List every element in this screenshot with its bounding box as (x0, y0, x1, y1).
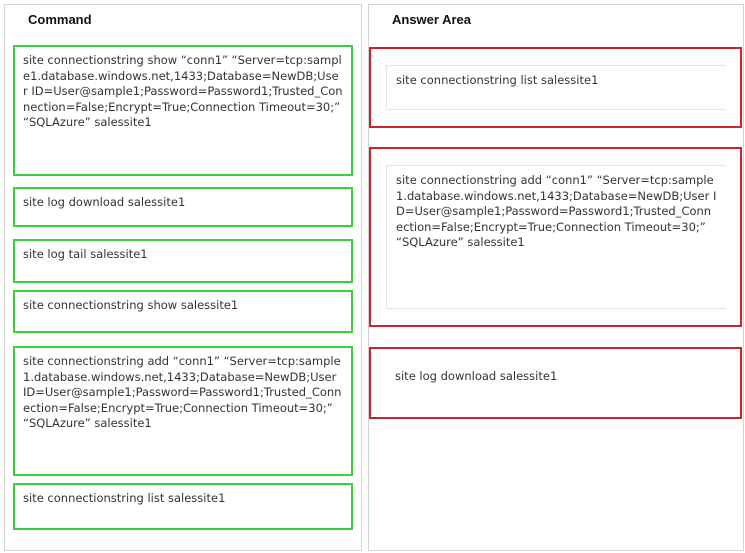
answer-slot-content[interactable]: site connectionstring list salessite1 (386, 65, 726, 110)
command-panel-title: Command (28, 12, 92, 27)
command-item[interactable]: site connectionstring show salessite1 (13, 290, 353, 333)
answer-slot[interactable]: site connectionstring list salessite1 (369, 47, 742, 128)
command-item[interactable]: site log download salessite1 (13, 187, 353, 227)
command-item[interactable]: site connectionstring show “conn1” “Serv… (13, 45, 353, 176)
answer-slot[interactable]: site log download salessite1 (369, 347, 742, 419)
answer-panel-title: Answer Area (392, 12, 471, 27)
command-item[interactable]: site log tail salessite1 (13, 239, 353, 283)
command-item[interactable]: site connectionstring list salessite1 (13, 483, 353, 530)
command-item[interactable]: site connectionstring add “conn1” “Serve… (13, 346, 353, 476)
answer-slot-content[interactable]: site log download salessite1 (395, 369, 558, 383)
answer-slot-content[interactable]: site connectionstring add “conn1” “Serve… (386, 165, 726, 309)
answer-slot[interactable]: site connectionstring add “conn1” “Serve… (369, 147, 742, 327)
